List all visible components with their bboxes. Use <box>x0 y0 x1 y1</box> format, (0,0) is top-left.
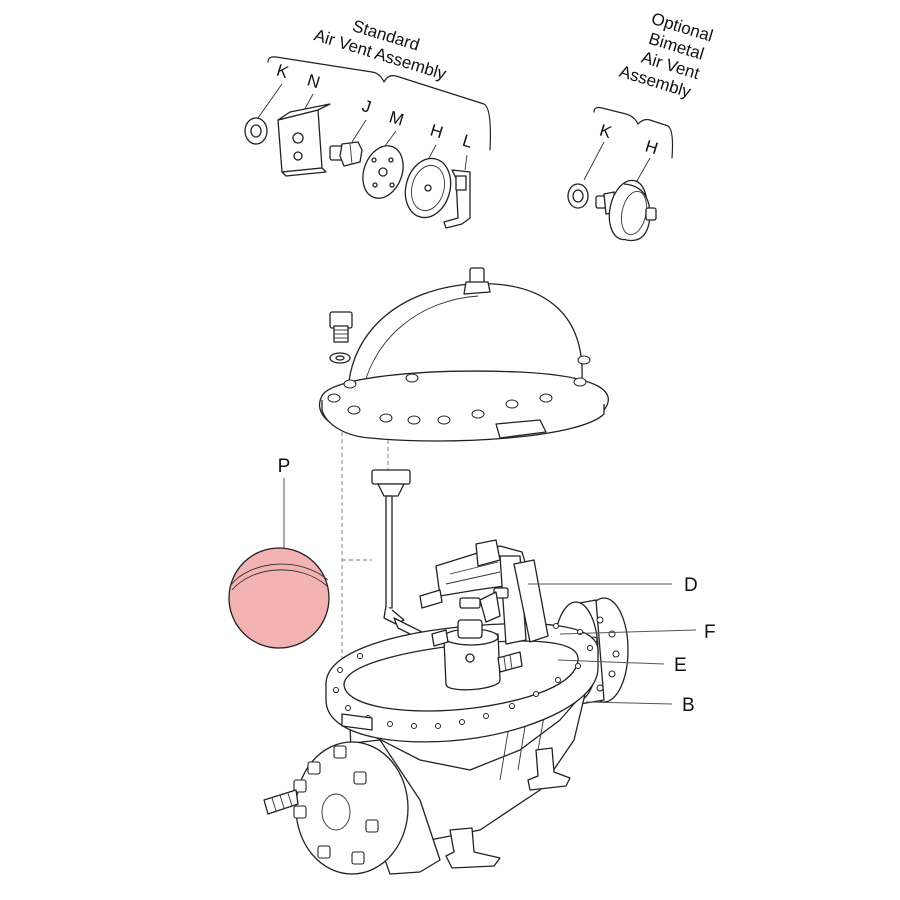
label-K-standard: K <box>274 61 291 83</box>
part-K-washer-optional <box>567 183 589 209</box>
callout-F: F <box>704 622 716 643</box>
valve-mechanism <box>419 539 549 691</box>
inlet-studs <box>263 745 379 865</box>
label-M: M <box>387 107 406 129</box>
float-rod <box>371 469 435 647</box>
inlet-flange <box>263 739 441 875</box>
optional-bimetal-assembly: Optional Bimetal Air Vent Assembly K H <box>567 9 715 242</box>
label-H-optional: H <box>643 137 660 159</box>
trap-cover <box>318 267 609 442</box>
callout-P: P <box>278 456 291 477</box>
cover-bolt <box>329 311 353 364</box>
part-H-bimetal-element <box>595 179 657 242</box>
part-N-bracket <box>277 103 331 177</box>
part-J-plug <box>329 141 363 167</box>
label-K-optional: K <box>597 121 614 143</box>
callout-D: D <box>684 575 698 596</box>
standard-air-vent-assembly: Standard Air Vent Assembly K N J M H L <box>244 16 491 229</box>
float-ball <box>228 547 330 649</box>
trap-body <box>263 539 629 875</box>
part-M-disc <box>362 145 404 199</box>
part-K-washer <box>244 117 268 145</box>
label-N: N <box>305 71 322 93</box>
optional-bracket <box>593 106 674 159</box>
label-H-standard: H <box>428 121 445 143</box>
label-J: J <box>360 96 374 117</box>
standard-bracket <box>267 56 491 151</box>
part-L-clip <box>443 169 471 229</box>
callout-E: E <box>674 655 687 676</box>
part-H-vent-element <box>404 157 452 219</box>
label-L: L <box>460 131 475 152</box>
callout-B: B <box>682 695 695 716</box>
